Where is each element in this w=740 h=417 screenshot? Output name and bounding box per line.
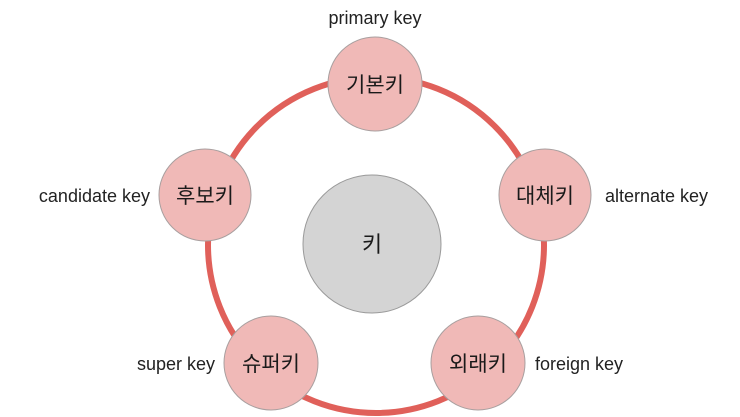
- node-foreign-label: 외래키: [449, 352, 507, 376]
- node-foreign-caption: foreign key: [535, 354, 623, 374]
- node-primary-circle: [327, 36, 423, 132]
- node-candidate: 후보키 candidate key: [39, 148, 252, 242]
- center-circle: [302, 174, 442, 314]
- node-candidate-caption: candidate key: [39, 186, 150, 206]
- node-candidate-circle: [158, 148, 252, 242]
- center-label: 키: [362, 233, 382, 258]
- center-node: 키: [302, 174, 442, 314]
- node-alternate-label: 대체키: [516, 184, 574, 208]
- node-primary-label: 기본키: [346, 73, 404, 97]
- node-super-caption: super key: [137, 354, 215, 374]
- node-alternate-circle: [498, 148, 592, 242]
- node-alternate-caption: alternate key: [605, 186, 708, 206]
- node-super: 슈퍼키 super key: [137, 315, 319, 411]
- node-primary: 기본키 primary key: [327, 8, 423, 132]
- node-super-label: 슈퍼키: [242, 352, 300, 376]
- node-foreign: 외래키 foreign key: [430, 315, 623, 411]
- node-foreign-circle: [430, 315, 526, 411]
- node-super-circle: [223, 315, 319, 411]
- node-primary-caption: primary key: [328, 8, 421, 28]
- node-alternate: 대체키 alternate key: [498, 148, 708, 242]
- node-candidate-label: 후보키: [176, 184, 234, 208]
